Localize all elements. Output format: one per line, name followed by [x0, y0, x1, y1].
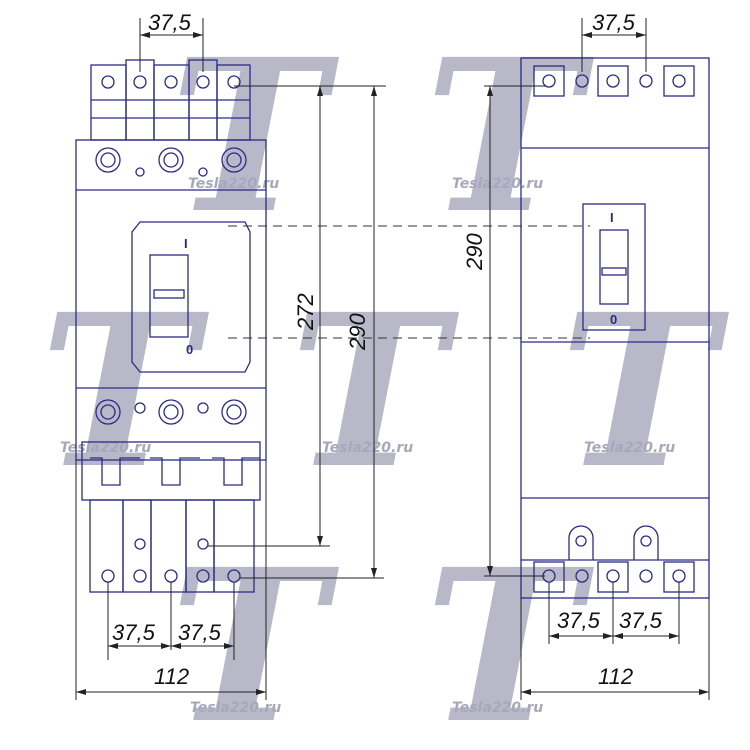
- dim-pitch-bottom-right-1: 37,5: [557, 608, 601, 633]
- terminal-hole: [196, 569, 210, 583]
- dim-pitch-bottom-left-1: 37,5: [112, 620, 156, 645]
- off-symbol: 0: [186, 342, 193, 357]
- side-handle: I 0: [582, 203, 646, 331]
- side-toggle: [599, 229, 629, 305]
- dim-height-290-left: 290: [345, 313, 370, 351]
- terminal-hole: [133, 569, 147, 583]
- terminal-hole: [101, 75, 115, 89]
- watermark-text: Tesla220.ru: [190, 700, 281, 716]
- side-body: [520, 57, 710, 599]
- breaker-body: [75, 139, 267, 461]
- off-symbol-side: 0: [610, 312, 617, 327]
- terminal-hole: [101, 569, 115, 583]
- terminal-hole: [227, 75, 241, 89]
- terminal-hole: [164, 75, 178, 89]
- watermark-text: Tesla220.ru: [584, 440, 675, 456]
- watermark-text: Tesla220.ru: [452, 700, 543, 716]
- watermark-text: Tesla220.ru: [188, 176, 279, 192]
- watermark-logo: T: [170, 13, 339, 260]
- terminal-hole: [133, 75, 147, 89]
- side-bottom-terminals: [533, 525, 695, 593]
- top-screws: [95, 147, 247, 177]
- watermark-text: Tesla220.ru: [322, 440, 413, 456]
- bottom-screws: [95, 399, 247, 425]
- handle-panel: I 0: [131, 221, 251, 373]
- dim-pitch-top-left: 37,5: [148, 10, 192, 35]
- dim-pitch-bottom-right-2: 37,5: [619, 608, 663, 633]
- on-symbol-side: I: [610, 210, 614, 225]
- on-symbol: I: [184, 236, 188, 251]
- watermark-logo: T: [40, 268, 209, 515]
- dim-pitch-bottom-left-2: 37,5: [178, 620, 222, 645]
- toggle-handle: [149, 254, 189, 338]
- dimension-lines: 37,5 37,5 272 290 290 37,5 37,5: [75, 10, 710, 700]
- watermark-logo: T: [425, 13, 594, 260]
- side-view: I 0: [520, 57, 710, 599]
- dim-pitch-top-right: 37,5: [592, 10, 636, 35]
- watermark-text: Tesla220.ru: [60, 440, 151, 456]
- side-top-terminals: [533, 65, 695, 97]
- dim-width-right: 112: [598, 664, 633, 689]
- watermark-text: Tesla220.ru: [452, 176, 543, 192]
- dim-height-272: 272: [293, 293, 318, 331]
- dim-width-left: 112: [154, 664, 189, 689]
- terminal-hole: [196, 75, 210, 89]
- dim-height-290-right: 290: [462, 233, 487, 271]
